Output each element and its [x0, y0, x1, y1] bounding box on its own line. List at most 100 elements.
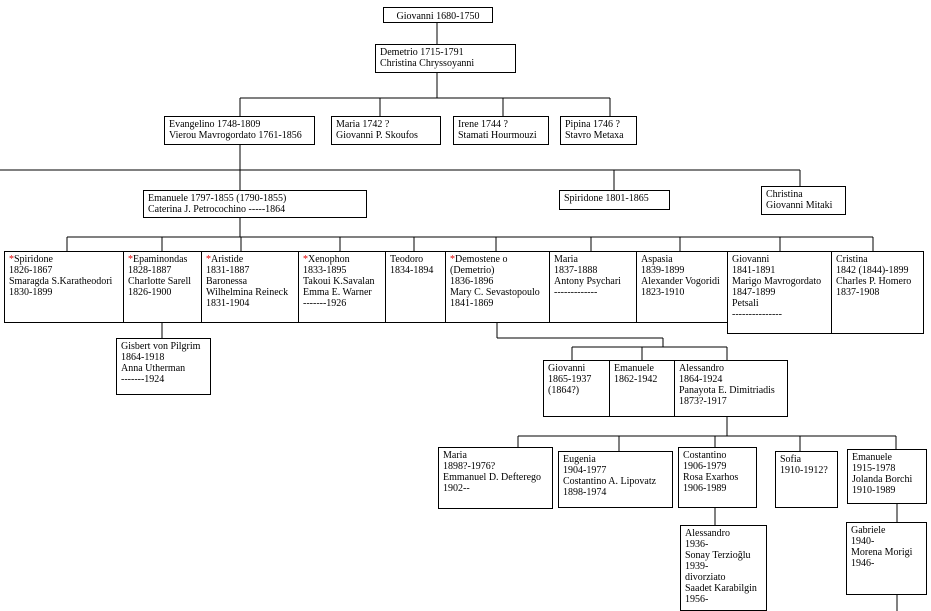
spouse-name: Costantino A. Lipovatz — [563, 476, 657, 487]
spouse-dates: -------1924 — [121, 374, 165, 385]
dates: 1904-1977 — [563, 465, 607, 476]
spouse-name: Giovanni Mitaki — [766, 200, 833, 211]
spouse-name: Charlotte Sarell — [128, 276, 192, 287]
person-aristide: *Aristide 1831-1887 Baronessa Wilhelmina… — [201, 251, 299, 323]
dates: 1839-1899 — [641, 265, 685, 276]
person-giovanni-1680: Giovanni 1680-1750 — [383, 7, 493, 23]
dates: 1833-1895 — [303, 265, 347, 276]
marker-asterisk: * — [9, 254, 14, 265]
person-name: Giovanni — [548, 363, 586, 374]
person-alt-name: (Demetrio) — [450, 265, 495, 276]
spouse-name: Morena Morigi — [851, 547, 913, 558]
spouse-dates: -------1926 — [303, 298, 347, 309]
person-spiridone-1826: *Spiridone 1826-1867 Smaragda S.Karatheo… — [4, 251, 124, 323]
spouse-dates: --------------- — [732, 309, 782, 320]
spouse-name: Takoui K.Savalan — [303, 276, 375, 287]
person-spiridone-1801: Spiridone 1801-1865 — [559, 190, 670, 210]
person-name: Gabriele — [851, 525, 886, 536]
person-name: Irene 1744 ? — [458, 119, 508, 130]
spouse-name: Stamati Hourmouzi — [458, 130, 537, 141]
spouse-title: Baronessa — [206, 276, 248, 287]
spouse-dates: 1873?-1917 — [679, 396, 727, 407]
person-name: Alessandro — [679, 363, 724, 374]
spouse-dates: 1898-1974 — [563, 487, 607, 498]
person-alessandro-1936: Alessandro 1936- Sonay Terzioğlu 1939- d… — [680, 525, 767, 611]
spouse-name: Stavro Metaxa — [565, 130, 624, 141]
person-name: Emanuele — [614, 363, 654, 374]
person-name: Epaminondas — [133, 254, 188, 265]
dates: 1828-1887 — [128, 265, 172, 276]
spouse-name: Caterina J. Petrocochino -----1864 — [148, 204, 286, 215]
person-name: Alessandro — [685, 528, 730, 539]
person-name: Eugenia — [563, 454, 596, 465]
dates: 1826-1867 — [9, 265, 53, 276]
person-giovanni-1841: Giovanni 1841-1891 Marigo Mavrogordato 1… — [727, 251, 832, 334]
person-gabriele: Gabriele 1940- Morena Morigi 1946- — [846, 522, 927, 595]
person-name: Emanuele 1797-1855 (1790-1855) — [148, 193, 287, 204]
dates: 1837-1888 — [554, 265, 598, 276]
spouse-dates: ------------- — [554, 287, 598, 298]
person-name: Emanuele — [852, 452, 892, 463]
person-emanuele-1862: Emanuele 1862-1942 — [609, 360, 675, 417]
spouse-dates: 1910-1989 — [852, 485, 896, 496]
person-name: Costantino — [683, 450, 727, 461]
spouse-name: Charles P. Homero — [836, 276, 912, 287]
person-name: Cristina — [836, 254, 868, 265]
spouse-name: Sonay Terzioğlu — [685, 550, 751, 561]
spouse-name: Emma E. Warner — [303, 287, 372, 298]
dates: 1836-1896 — [450, 276, 494, 287]
person-demetrio: Demetrio 1715-1791 Christina Chryssoyann… — [375, 44, 516, 73]
person-name: Teodoro — [390, 254, 424, 265]
spouse-name: Vierou Mavrogordato 1761-1856 — [169, 130, 302, 141]
spouse-dates: 1831-1904 — [206, 298, 250, 309]
person-eugenia: Eugenia 1904-1977 Costantino A. Lipovatz… — [558, 451, 673, 508]
person-name: Giovanni 1680-1750 — [396, 11, 480, 22]
dates-alt: (1864?) — [548, 385, 580, 396]
marker-asterisk: * — [303, 254, 308, 265]
marker-asterisk: * — [450, 254, 455, 265]
person-emanuele-1797: Emanuele 1797-1855 (1790-1855) Caterina … — [143, 190, 367, 218]
spouse-name: Christina Chryssoyanni — [380, 58, 475, 69]
person-maria-1837: Maria 1837-1888 Antony Psychari --------… — [549, 251, 637, 323]
dates: 1898?-1976? — [443, 461, 496, 472]
person-name: Demetrio 1715-1791 — [380, 47, 464, 58]
spouse-name: Jolanda Borchi — [852, 474, 913, 485]
person-maria-1742: Maria 1742 ? Giovanni P. Skoufos — [331, 116, 441, 145]
marker-asterisk: * — [206, 254, 211, 265]
person-demostene: *Demostene o (Demetrio) 1836-1896 Mary C… — [445, 251, 550, 323]
person-name: Spiridone 1801-1865 — [564, 193, 649, 204]
spouse-dates: 1939- — [685, 561, 709, 572]
spouse-name: Smaragda S.Karatheodori — [9, 276, 113, 287]
marital-status: divorziato — [685, 572, 726, 583]
person-alessandro-1864: Alessandro 1864-1924 Panayota E. Dimitri… — [674, 360, 788, 417]
person-giovanni-1865: Giovanni 1865-1937 (1864?) — [543, 360, 610, 417]
person-name: Spiridone — [14, 254, 53, 265]
person-pipina: Pipina 1746 ? Stavro Metaxa — [560, 116, 637, 145]
person-name: Aspasia — [641, 254, 673, 265]
dates: 1841-1891 — [732, 265, 776, 276]
spouse-name: Anna Utherman — [121, 363, 186, 374]
person-gisbert: Gisbert von Pilgrim 1864-1918 Anna Uther… — [116, 338, 211, 395]
spouse-name: Giovanni P. Skoufos — [336, 130, 418, 141]
spouse-dates: 1823-1910 — [641, 287, 685, 298]
person-sofia: Sofia 1910-1912? — [775, 451, 838, 508]
spouse-name: Antony Psychari — [554, 276, 621, 287]
dates: 1936- — [685, 539, 709, 550]
spouse-name: Petsali — [732, 298, 759, 309]
person-name: Maria — [554, 254, 578, 265]
person-name: Gisbert von Pilgrim — [121, 341, 201, 352]
dates: 1865-1937 — [548, 374, 592, 385]
dates: 1831-1887 — [206, 265, 250, 276]
spouse-dates: 1956- — [685, 594, 709, 605]
spouse-name: Rosa Exarhos — [683, 472, 739, 483]
person-teodoro: Teodoro 1834-1894 — [385, 251, 446, 323]
person-name: Maria 1742 ? — [336, 119, 390, 130]
person-epaminondas: *Epaminondas 1828-1887 Charlotte Sarell … — [123, 251, 202, 323]
person-name: Pipina 1746 ? — [565, 119, 620, 130]
dates: 1940- — [851, 536, 875, 547]
marker-asterisk: * — [128, 254, 133, 265]
person-irene: Irene 1744 ? Stamati Hourmouzi — [453, 116, 549, 145]
person-aspasia: Aspasia 1839-1899 Alexander Vogoridi 182… — [636, 251, 728, 323]
spouse-name: Saadet Karabilgin — [685, 583, 757, 594]
